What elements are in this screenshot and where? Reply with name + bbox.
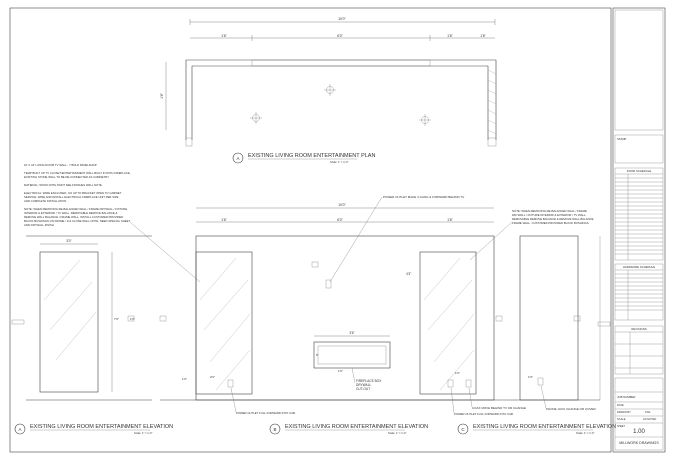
elev-scale: Scale: 1" = 1'-0": [134, 431, 152, 435]
plan-dim-seg-1: 1'6": [221, 34, 228, 38]
note-line: AND COMPLETE INSTALLATION: [24, 199, 66, 203]
note-line: SERVICE. WIRE AND INSTALL ELECTRICAL FIR…: [24, 195, 119, 199]
elev-dim-seg: 1'6": [221, 218, 228, 222]
stamp-label: STAMP: [617, 137, 627, 141]
plan-bubble: [232, 152, 244, 164]
hardware-schedule-title: HARDWARE SCHEDULE: [623, 265, 655, 269]
elev-dim-small: 1'6": [338, 369, 343, 373]
elev-dim-seg: 1'6": [447, 218, 454, 222]
plan-bubble-label: A: [236, 156, 239, 161]
fireplace-label: FIREPLACE BOX: [356, 379, 382, 383]
elev-bubble: A: [18, 427, 21, 432]
outlet-icon: [537, 377, 544, 386]
note-line: REMOVE WALL BALANCE / FRAME WALL, INSTAL…: [24, 215, 123, 219]
elevation-title-a: A EXISTING LIVING ROOM ENTERTAINMENT ELE…: [14, 423, 173, 435]
elev-dim-side: 3'0": [66, 239, 71, 243]
elev-title: EXISTING LIVING ROOM ENTERTAINMENT ELEVA…: [473, 424, 616, 430]
note-line: MATERIAL: WOOD WITH PAINT SEE FINISHES W…: [24, 183, 102, 187]
outlet-icon: [447, 379, 454, 388]
plan-dim-seg-4: 1'6": [480, 34, 487, 38]
elev-dim-small: 1'0": [182, 377, 187, 381]
light-fixture-icon: [250, 112, 262, 124]
callout-phone: PHONE JACK CHANGE OR COVER: [546, 407, 597, 411]
note-line: INTERIOR & EXTERIOR / TV WALL, REMOVABLE…: [24, 211, 117, 215]
elev-scale: Scale: 1" = 1'-0": [388, 431, 406, 435]
callout-power-bottom-left: POWER OUTLET FULL FORWARD INTO CAB.: [236, 411, 296, 415]
plan-dim-seg-3: 1'6": [447, 34, 454, 38]
door-schedule-title: DOOR SCHEDULE: [627, 169, 652, 173]
note-line: TEMP BUILT UP TV CLOSET/ENTERTAINMENT WA…: [24, 171, 131, 175]
plan-dim-total: 10'0": [338, 17, 347, 21]
elev-dim-small: 1'6": [528, 375, 533, 379]
scale-value: AS NOTED: [643, 417, 656, 421]
fireplace-label: DRYWALL: [356, 383, 371, 387]
light-fixture-icon: [324, 84, 336, 96]
tv-panel-left: [39, 251, 99, 393]
callout-power-top: POWER OUTLET MAKE 4 GANG & FORWARD BEHIN…: [383, 195, 464, 199]
elevations: POWER OUTLET MAKE 4 GANG & FORWARD BEHIN…: [11, 195, 611, 416]
sheet-border: [9, 7, 612, 453]
sheet-title: MILLWORK DRAWINGS: [619, 441, 659, 445]
callout-power-bottom-mid: POWER OUTLET FULL FORWARD INTO CAB.: [454, 412, 514, 416]
elev-dim-small: 1'0": [130, 317, 135, 321]
drawn-by-label: DRAWN BY: [617, 410, 631, 414]
elev-title: EXISTING LIVING ROOM ENTERTAINMENT ELEVA…: [30, 424, 173, 430]
elevation-frame-right: [519, 235, 579, 401]
elev-dim-small: 6": [316, 353, 319, 357]
elev-dim-mid: 4'3": [406, 272, 411, 276]
drawn-by-value: KNA: [645, 410, 651, 414]
plan-scale: Scale: 1" = 1'-0": [330, 160, 348, 164]
note-line: FRAME WALL, CUSTOMER PROVIDED BLOCK BUSH…: [512, 221, 589, 225]
notes-right: NOTE: WHEN REMOVING RE-BALANCED WALL / F…: [512, 209, 594, 225]
plan-title: EXISTING LIVING ROOM ENTERTAINMENT PLAN: [248, 153, 375, 159]
title-block: STAMP DOOR SCHEDULE: [612, 7, 666, 453]
elev-dim-total: 10'0": [338, 203, 347, 207]
elev-scale: Scale: 1" = 1'-0": [576, 431, 594, 435]
outlet-icon: [465, 379, 472, 388]
elev-dim-small: 2'0": [210, 375, 215, 379]
job-number-label: JOB NUMBER: [617, 395, 635, 399]
callout-coax: COAX MOVE BEHIND TV OR CHANGE: [472, 406, 526, 410]
note-line: BLOCK BUSHINGS ON FRAME / 2x4 CLOSE WALL…: [24, 219, 130, 223]
sheet-number: 1.00: [633, 429, 645, 435]
elevation-title-b: B EXISTING LIVING ROOM ENTERTAINMENT ELE…: [269, 423, 428, 435]
elev-dim-seg: 6'0": [337, 218, 344, 222]
elev-dim-small: 1'0": [455, 371, 460, 375]
note-line: NOTE: WHEN REMOVING RE-BALANCED WALL / F…: [24, 207, 127, 211]
elev-bubble: B: [273, 427, 276, 432]
note-line: NOTE: WHEN REMOVING RE-BALANCED WALL / F…: [512, 209, 587, 213]
elevation-frame: [195, 235, 495, 401]
plan-stone-hatch: [487, 69, 497, 135]
elevation-title-c: C EXISTING LIVING ROOM ENTERTAINMENT ELE…: [457, 423, 616, 435]
plan-view: 10'0" 1'6" 6'0" 1'6" 1'6" 1'6": [160, 17, 497, 164]
note-line: REMOVABLE REMOVE BALANCE & REMOVE WALL B…: [512, 217, 594, 221]
tv-panel: [195, 251, 253, 395]
note-line: EXISTING STONE WALL TO BE RE-CONNECTED A…: [24, 175, 109, 179]
elev-dim-tv-height: 7'0": [114, 317, 119, 321]
light-fixture-icon: [419, 114, 431, 126]
elev-dim-fireplace: 3'6": [349, 331, 354, 335]
hardware-schedule: [614, 263, 664, 321]
date-label: DATE: [617, 403, 624, 407]
note-line: 16' X 16' LIVING ROOM TV WALL - 7 BOLD P…: [24, 163, 97, 167]
outlet-icon: [227, 379, 234, 388]
elev-title: EXISTING LIVING ROOM ENTERTAINMENT ELEVA…: [285, 424, 428, 430]
revisions-title: REVISIONS: [631, 327, 646, 331]
sheet-label: SHEET: [617, 425, 626, 428]
note-line: ELECTRICAL: WIRE ENCLOSED, GO UP TO BRAC…: [24, 191, 122, 195]
plan-dim-depth: 1'6": [160, 92, 164, 99]
note-line: AND DRYWALL FINISH: [24, 223, 54, 227]
tv-panel: [419, 251, 477, 395]
stamp-box: [614, 134, 664, 164]
elev-bubble: C: [461, 427, 465, 432]
revisions: [614, 325, 664, 375]
plan-dim-seg-2: 6'0": [337, 34, 344, 38]
note-line: DRYWALL / FIXTURE INTERIOR & EXTERIOR / …: [512, 213, 587, 217]
outlet-icon: [325, 279, 332, 289]
notes-left: 16' X 16' LIVING ROOM TV WALL - 7 BOLD P…: [24, 163, 131, 227]
scale-label: SCALE: [617, 417, 626, 421]
fireplace-label: CUT-OUT: [356, 387, 370, 391]
